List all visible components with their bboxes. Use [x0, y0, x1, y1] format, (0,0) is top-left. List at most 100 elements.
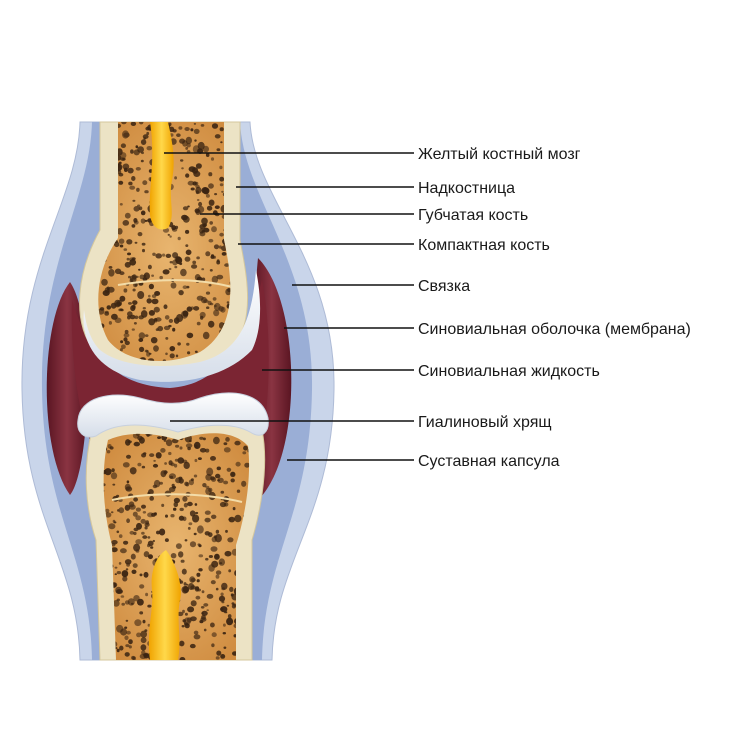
spongy-pore	[175, 354, 179, 358]
spongy-pore	[196, 321, 201, 326]
spongy-pore	[116, 624, 124, 633]
spongy-pore	[185, 229, 190, 234]
spongy-pore	[108, 269, 115, 277]
spongy-pore	[151, 512, 156, 517]
spongy-pore	[123, 337, 128, 342]
spongy-pore	[219, 127, 224, 132]
spongy-pore	[211, 514, 217, 519]
spongy-pore	[220, 654, 226, 659]
spongy-pore	[196, 295, 204, 301]
spongy-pore	[185, 244, 189, 248]
spongy-pore	[181, 625, 185, 628]
spongy-pore	[221, 582, 228, 590]
spongy-pore	[213, 535, 217, 539]
spongy-pore	[108, 321, 112, 325]
spongy-pore	[203, 628, 207, 632]
spongy-pore	[175, 444, 180, 448]
spongy-pore	[234, 440, 241, 446]
spongy-pore	[204, 517, 211, 523]
spongy-pore	[193, 122, 197, 125]
spongy-pore	[136, 433, 141, 437]
spongy-pore	[197, 543, 201, 546]
spongy-pore	[155, 452, 162, 459]
spongy-pore	[226, 301, 230, 304]
spongy-pore	[208, 238, 214, 243]
spongy-pore	[141, 650, 146, 655]
spongy-pore	[228, 569, 232, 573]
spongy-pore	[139, 611, 144, 615]
spongy-pore	[194, 139, 197, 142]
spongy-pore	[171, 483, 175, 488]
spongy-pore	[149, 453, 155, 457]
spongy-pore	[123, 132, 130, 138]
spongy-pore	[210, 580, 216, 585]
spongy-pore	[133, 543, 141, 552]
spongy-pore	[168, 486, 176, 493]
spongy-pore	[211, 643, 215, 648]
spongy-pore	[197, 457, 202, 460]
spongy-pore	[195, 511, 199, 515]
spongy-pore	[189, 643, 196, 649]
spongy-pore	[138, 122, 144, 125]
spongy-pore	[223, 646, 227, 649]
spongy-pore	[208, 199, 215, 206]
spongy-pore	[206, 205, 213, 211]
spongy-pore	[168, 318, 174, 323]
spongy-pore	[229, 586, 234, 593]
spongy-pore	[160, 470, 167, 478]
spongy-pore	[224, 611, 228, 614]
spongy-pore	[141, 531, 145, 535]
spongy-pore	[111, 313, 118, 320]
spongy-pore	[179, 446, 183, 450]
spongy-pore	[142, 180, 148, 186]
spongy-pore	[194, 458, 198, 463]
spongy-pore	[146, 298, 152, 304]
spongy-pore	[218, 595, 226, 602]
spongy-pore	[150, 337, 158, 344]
spongy-pore	[168, 122, 172, 127]
spongy-pore	[108, 266, 113, 269]
spongy-pore	[125, 619, 129, 622]
spongy-pore	[121, 122, 127, 125]
spongy-pore	[126, 239, 133, 245]
spongy-pore	[177, 611, 184, 617]
spongy-pore	[132, 563, 138, 568]
spongy-pore	[215, 529, 220, 534]
spongy-pore	[129, 467, 137, 475]
spongy-pore	[220, 606, 228, 613]
spongy-pore	[207, 300, 212, 306]
spongy-pore	[198, 554, 204, 558]
spongy-pore	[163, 304, 168, 310]
spongy-pore	[140, 210, 146, 216]
spongy-pore	[219, 176, 225, 182]
spongy-pore	[124, 329, 129, 334]
spongy-pore	[129, 185, 136, 190]
spongy-pore	[227, 614, 232, 619]
spongy-pore	[148, 283, 154, 290]
spongy-pore	[122, 462, 130, 468]
spongy-pore	[216, 466, 221, 471]
spongy-pore	[124, 626, 128, 629]
spongy-pore	[176, 133, 181, 137]
spongy-pore	[169, 475, 174, 479]
label-compact-bone: Компактная кость	[418, 237, 550, 254]
spongy-pore	[205, 557, 209, 561]
spongy-pore	[162, 269, 170, 275]
spongy-pore	[186, 332, 194, 339]
spongy-pore	[179, 138, 186, 144]
spongy-pore	[165, 514, 168, 518]
spongy-pore	[121, 570, 129, 578]
spongy-pore	[141, 504, 146, 509]
spongy-pore	[193, 441, 201, 449]
spongy-pore	[203, 603, 209, 607]
spongy-pore	[116, 589, 123, 594]
spongy-pore	[143, 551, 150, 558]
spongy-pore	[161, 503, 165, 507]
upper-marrow	[149, 122, 174, 230]
spongy-pore	[168, 451, 172, 456]
spongy-pore	[180, 268, 187, 277]
spongy-pore	[228, 518, 232, 521]
spongy-pore	[124, 483, 131, 491]
spongy-pore	[206, 593, 214, 599]
spongy-pore	[182, 496, 188, 502]
